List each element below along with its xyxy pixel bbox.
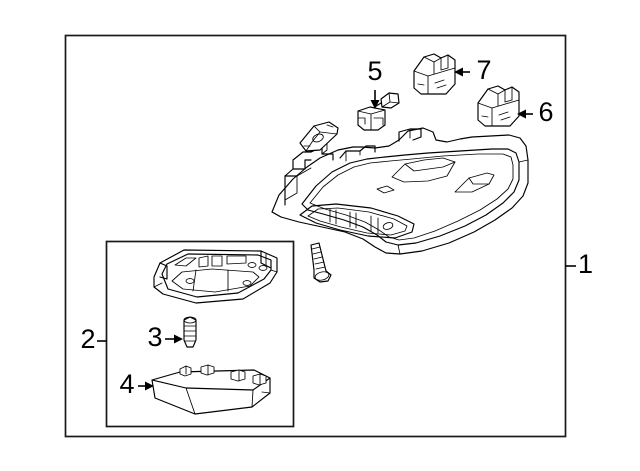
dome-lamp-housing: [153, 249, 278, 304]
callout-label-1: 1: [578, 249, 593, 279]
inset-frame: [105, 240, 295, 428]
overhead-console-assembly: [271, 127, 529, 255]
callout-label-6: 6: [538, 97, 553, 127]
connector-lower: [477, 85, 520, 127]
callout-label-3: 3: [147, 322, 162, 352]
screw: [310, 242, 332, 283]
callout-4-leader: [138, 381, 154, 391]
callout-label-4: 4: [119, 369, 134, 399]
callout-3-leader: [165, 334, 183, 344]
callout-7-leader: [454, 67, 470, 77]
callout-label-7: 7: [476, 55, 491, 85]
callout-6-leader: [517, 109, 533, 119]
callout-label-2: 2: [80, 324, 95, 354]
lens-cover: [151, 364, 271, 415]
mounting-bracket: [299, 121, 339, 152]
bulb: [183, 316, 197, 348]
callout-5-leader: [370, 90, 380, 109]
connector-upper: [413, 53, 456, 95]
callout-label-5: 5: [367, 56, 382, 86]
switch-unit: [357, 92, 400, 131]
outer-frame: [64, 34, 567, 438]
